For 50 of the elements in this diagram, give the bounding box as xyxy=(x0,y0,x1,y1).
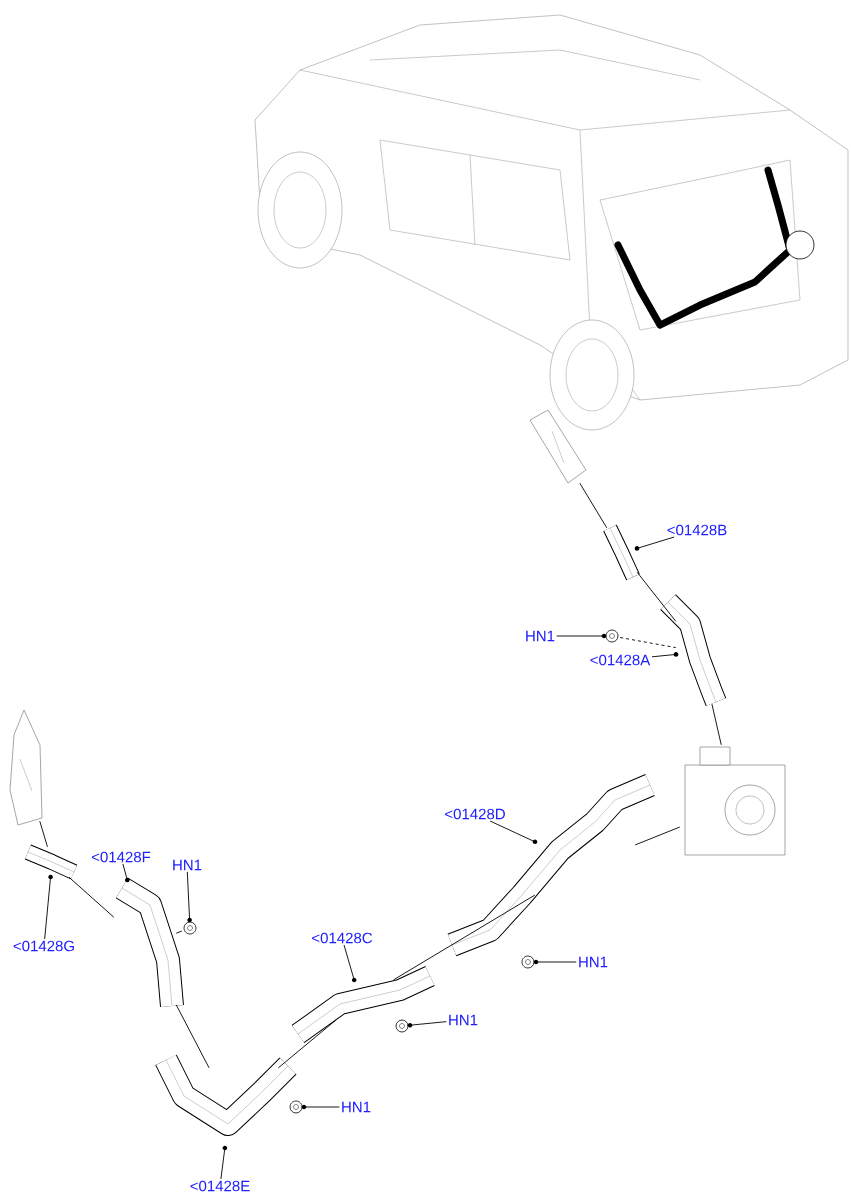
part-number: <01428A xyxy=(590,654,651,666)
leader-line xyxy=(122,863,128,881)
leader-line xyxy=(44,876,51,940)
air-duct-drawing xyxy=(24,844,78,880)
air-duct-drawing xyxy=(291,966,435,1043)
assembly-line xyxy=(39,820,48,848)
part-number: HN1 xyxy=(526,630,555,642)
assembly-line xyxy=(634,826,681,846)
leader-line xyxy=(220,1147,226,1180)
clip-drawing xyxy=(183,917,197,935)
leader-line xyxy=(489,820,536,843)
assembly-line xyxy=(636,571,677,622)
air-duct-drawing xyxy=(603,524,640,581)
part-number: HN1 xyxy=(342,1101,371,1113)
leader-line xyxy=(409,1021,447,1026)
leader-line xyxy=(651,653,677,658)
assembly-line xyxy=(175,1004,210,1069)
part-number: <01428D xyxy=(445,808,505,820)
leader-line xyxy=(556,635,605,637)
assembly-line xyxy=(579,482,608,529)
air-duct-drawing xyxy=(660,594,727,707)
assembly-line xyxy=(619,637,677,649)
clip-drawing xyxy=(601,629,619,643)
part-number: HN1 xyxy=(449,1014,478,1026)
air-duct-drawing xyxy=(155,1054,297,1151)
blower-unit-drawing xyxy=(684,746,786,856)
clip-drawing xyxy=(521,955,539,969)
assembly-line xyxy=(393,894,536,981)
clip-drawing xyxy=(395,1019,413,1033)
air-duct-drawing xyxy=(115,877,184,1008)
leader-line xyxy=(535,961,577,963)
part-number: HN1 xyxy=(579,956,608,968)
leader-line xyxy=(186,871,191,921)
leader-line xyxy=(636,536,675,549)
clip-drawing xyxy=(289,1100,307,1114)
part-number: HN1 xyxy=(173,859,202,871)
assembly-line xyxy=(175,930,183,934)
leader-line xyxy=(343,944,355,981)
part-number: <01428E xyxy=(190,1180,250,1192)
trim-panel-drawing xyxy=(9,709,43,826)
air-duct-drawing xyxy=(447,774,655,957)
leader-line xyxy=(303,1106,340,1108)
part-number: <01428G xyxy=(13,940,74,952)
assembly-line xyxy=(68,876,115,918)
assembly-line xyxy=(711,703,722,746)
part-number: <01428F xyxy=(91,851,151,863)
vent-grille-drawing xyxy=(529,409,587,484)
part-number: <01428B xyxy=(667,524,727,536)
part-number: <01428C xyxy=(312,932,373,944)
assembly-line xyxy=(277,1019,337,1069)
